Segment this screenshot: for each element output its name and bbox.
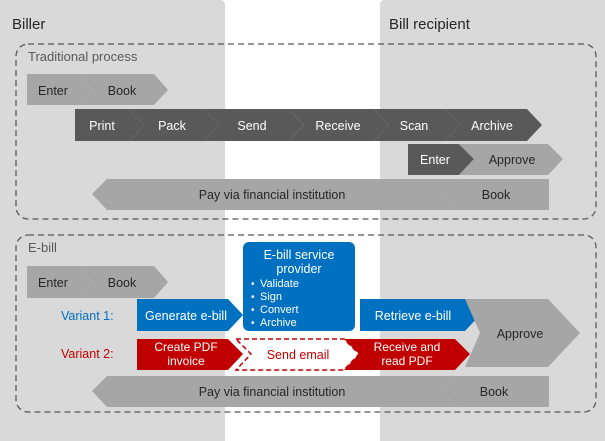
provider-item-convert: Convert [260, 304, 299, 316]
ebill-pay-arrow [92, 376, 457, 407]
receive-pdf-arrow [344, 339, 470, 370]
trad-receive-label: Receive [315, 119, 360, 133]
retrieve-ebill-label: Retrieve e-bill [375, 309, 451, 323]
ebill-book-arrow [78, 266, 168, 298]
trad-scan-label: Scan [400, 119, 429, 133]
ebill-book-bottom-arrow [442, 376, 549, 407]
provider-item-validate: Validate [260, 278, 299, 290]
ebill-pay-label: Pay via financial institution [199, 385, 346, 399]
provider-bullet: • [251, 305, 255, 316]
create-pdf-label-line2: invoice [167, 354, 205, 368]
service-provider-box [243, 242, 355, 331]
generate-ebill-arrow [137, 299, 243, 331]
provider-item-archive: Archive [260, 317, 297, 329]
generate-ebill-label: Generate e-bill [145, 309, 227, 323]
trad-recipient-enter-arrow [408, 144, 474, 175]
ebill-approve-arrow [465, 299, 580, 367]
trad-book-label: Book [108, 84, 137, 98]
ebill-book-label: Book [108, 276, 137, 290]
trad-print-label: Print [89, 119, 115, 133]
receive-pdf-label-line1: Receive and [374, 340, 441, 354]
trad-archive-label: Archive [471, 119, 513, 133]
biller-lane-title: Biller [12, 16, 45, 33]
receive-pdf-label-line2: read PDF [381, 354, 432, 368]
trad-book-bottom-label: Book [482, 188, 511, 202]
provider-bullet: • [251, 279, 255, 290]
provider-bullet: • [251, 292, 255, 303]
recipient-lane [380, 0, 605, 441]
traditional-process-title: Traditional process [28, 49, 138, 64]
provider-bullet: • [251, 318, 255, 329]
ebill-title: E-bill [28, 240, 57, 255]
trad-send-arrow [204, 109, 304, 141]
create-pdf-arrow [137, 339, 243, 370]
trad-pack-arrow [129, 109, 219, 141]
trad-send-label: Send [237, 119, 266, 133]
ebill-enter-label: Enter [38, 276, 68, 290]
trad-pay-arrow [92, 179, 457, 210]
service-provider-title-line2: provider [276, 262, 321, 276]
ebill-enter-arrow [27, 266, 92, 298]
ebill-approve-label: Approve [497, 327, 544, 341]
variant2-label: Variant 2: [61, 347, 114, 361]
ebill-group [15, 234, 597, 413]
trad-enter-label: Enter [38, 84, 68, 98]
trad-recipient-enter-label: Enter [420, 153, 450, 167]
recipient-lane-title: Bill recipient [389, 16, 471, 33]
trad-pay-label: Pay via financial institution [199, 188, 346, 202]
send-email-label: Send email [267, 348, 330, 362]
provider-item-sign: Sign [260, 291, 282, 303]
trad-pack-label: Pack [158, 119, 187, 133]
trad-scan-arrow [374, 109, 460, 141]
variant1-label: Variant 1: [61, 309, 114, 323]
ebill-book-bottom-label: Book [480, 385, 509, 399]
biller-lane [0, 0, 225, 441]
trad-approve-arrow [459, 144, 563, 175]
trad-print-arrow [75, 109, 144, 141]
service-provider-title-line1: E-bill service [264, 248, 335, 262]
trad-book-arrow [78, 74, 168, 105]
trad-archive-arrow [445, 109, 542, 141]
trad-enter-arrow [27, 74, 92, 105]
trad-book-bottom-arrow [442, 179, 549, 210]
trad-approve-label: Approve [489, 153, 536, 167]
create-pdf-label-line1: Create PDF [154, 340, 217, 354]
trad-receive-arrow [289, 109, 389, 141]
traditional-process-group [15, 43, 597, 220]
retrieve-ebill-arrow [360, 299, 480, 331]
